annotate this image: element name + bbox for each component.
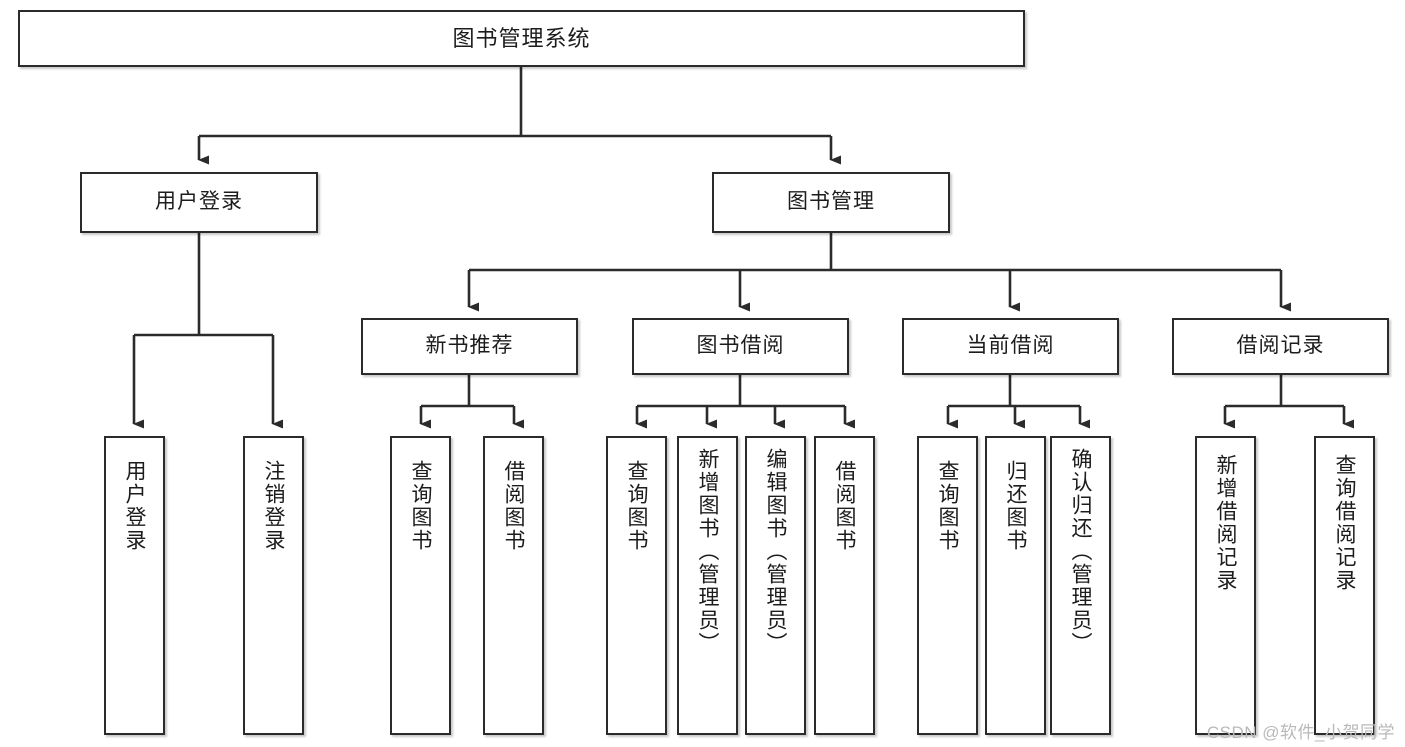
- node-book-manage-label: 图书管理: [787, 190, 875, 214]
- leaf-query-book-2-label: 查询图书: [625, 460, 648, 552]
- leaf-borrow-book-1-label: 借阅图书: [502, 460, 525, 552]
- leaf-query-book-3-label: 查询图书: [936, 460, 959, 552]
- leaf-query-book-1[interactable]: 查询图书: [390, 436, 451, 735]
- leaf-add-borrow-record-label: 新增借阅记录: [1214, 454, 1237, 592]
- leaf-user-login-label: 用户登录: [123, 460, 146, 552]
- node-book-manage[interactable]: 图书管理: [712, 172, 950, 233]
- node-new-book-recommend-label: 新书推荐: [425, 334, 514, 358]
- node-current-borrow-label: 当前借阅: [966, 334, 1055, 358]
- leaf-add-book-label: 新增图书（管理员）: [696, 448, 719, 655]
- node-new-book-recommend[interactable]: 新书推荐: [361, 318, 578, 375]
- leaf-query-borrow-record-label: 查询借阅记录: [1333, 454, 1356, 592]
- node-root[interactable]: 图书管理系统: [18, 10, 1025, 67]
- node-book-borrow[interactable]: 图书借阅: [632, 318, 849, 375]
- leaf-borrow-book-1[interactable]: 借阅图书: [483, 436, 544, 735]
- node-user-login[interactable]: 用户登录: [80, 172, 318, 233]
- node-current-borrow[interactable]: 当前借阅: [902, 318, 1119, 375]
- node-borrow-record[interactable]: 借阅记录: [1172, 318, 1389, 375]
- leaf-logout-label: 注销登录: [262, 460, 285, 552]
- leaf-edit-book-label: 编辑图书（管理员）: [764, 448, 787, 655]
- leaf-confirm-return[interactable]: 确认归还（管理员）: [1050, 436, 1111, 735]
- node-book-borrow-label: 图书借阅: [696, 334, 785, 358]
- node-borrow-record-label: 借阅记录: [1236, 334, 1325, 358]
- node-user-login-label: 用户登录: [155, 190, 243, 214]
- leaf-query-book-3[interactable]: 查询图书: [917, 436, 978, 735]
- leaf-add-book[interactable]: 新增图书（管理员）: [677, 436, 738, 735]
- leaf-borrow-book-2-label: 借阅图书: [833, 460, 856, 552]
- watermark-text: CSDN @软件_小贺同学: [1206, 723, 1395, 742]
- leaf-query-book-2[interactable]: 查询图书: [606, 436, 667, 735]
- leaf-query-book-1-label: 查询图书: [409, 460, 432, 552]
- leaf-logout[interactable]: 注销登录: [243, 436, 304, 735]
- leaf-query-borrow-record[interactable]: 查询借阅记录: [1314, 436, 1375, 735]
- leaf-confirm-return-label: 确认归还（管理员）: [1069, 448, 1092, 655]
- node-root-label: 图书管理系统: [452, 25, 591, 51]
- leaf-return-book-label: 归还图书: [1004, 460, 1027, 552]
- leaf-edit-book[interactable]: 编辑图书（管理员）: [745, 436, 806, 735]
- leaf-return-book[interactable]: 归还图书: [985, 436, 1046, 735]
- leaf-user-login[interactable]: 用户登录: [104, 436, 165, 735]
- leaf-add-borrow-record[interactable]: 新增借阅记录: [1195, 436, 1256, 735]
- leaf-borrow-book-2[interactable]: 借阅图书: [814, 436, 875, 735]
